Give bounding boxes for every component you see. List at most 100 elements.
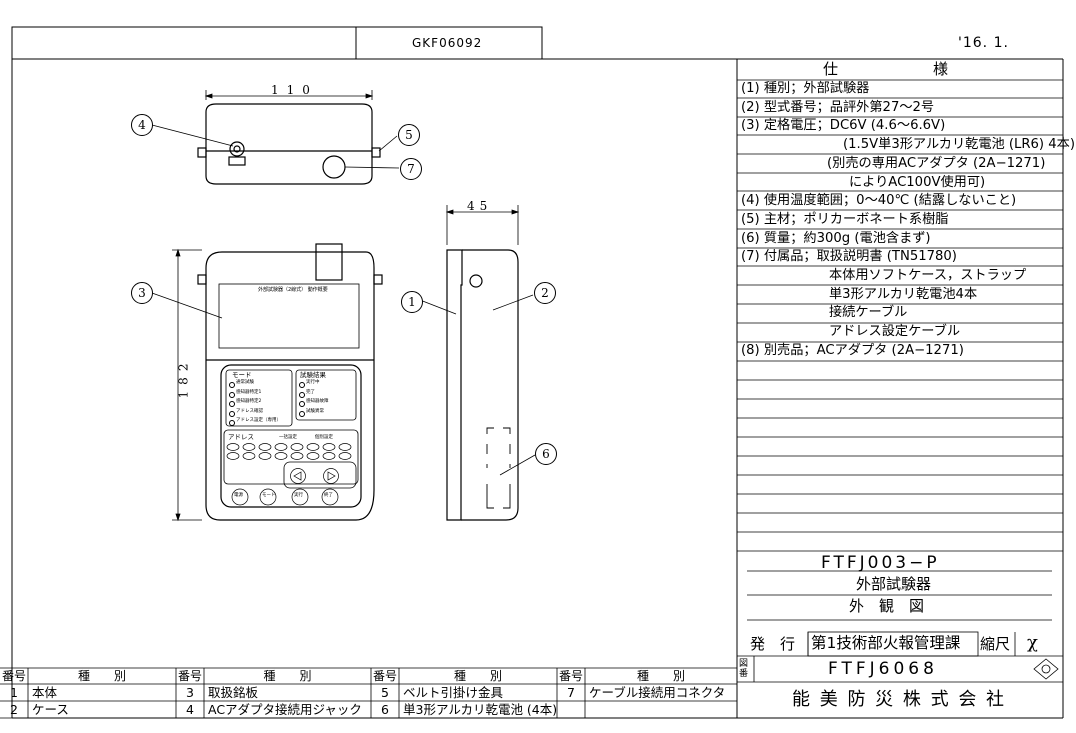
- panel-mode-item: アドレス確認: [236, 408, 263, 414]
- panel-button-label: 終了: [324, 493, 333, 498]
- spec-line-12: 単3形アルカリ乾電池4本: [829, 286, 978, 302]
- spec-line-10: (7) 付属品；取扱説明書 (TN51780): [741, 249, 957, 265]
- row1-cell: 1: [10, 685, 18, 700]
- company-name: 能 美 防 災 株 式 会 社: [792, 689, 1007, 710]
- spec-line-1: (1) 種別；外部試験器: [741, 81, 870, 96]
- headers-cell: 種 別: [77, 669, 126, 683]
- spec-title-left: 仕: [823, 60, 839, 78]
- front-view: [197, 243, 383, 521]
- callout-3: 3: [131, 282, 153, 304]
- panel-result-led: [299, 401, 305, 407]
- row2-cell: ACアダプタ接続用ジャック: [208, 702, 362, 717]
- address-key: [290, 452, 304, 460]
- panel-button-ring: [321, 488, 339, 506]
- spec-line-11: 本体用ソフトケース，ストラップ: [829, 268, 1027, 283]
- panel-mode-title: モード: [232, 371, 252, 379]
- row1-cell: 本体: [32, 685, 58, 700]
- spec-line-7: (4) 使用温度範囲；0～40℃ (結露しないこと): [741, 193, 1017, 209]
- left-arrow-button: [290, 468, 306, 484]
- row2-cell: 6: [381, 702, 389, 717]
- panel-mode-led: [229, 401, 235, 407]
- scale-label: 縮尺: [980, 635, 1011, 653]
- callout-2: 2: [534, 282, 556, 304]
- row1-cell: 7: [567, 685, 575, 700]
- right-arrow-icon: [327, 471, 336, 481]
- dimension-height: 182: [176, 357, 191, 399]
- panel-result-item: 実行中: [306, 380, 320, 385]
- top-view: [197, 103, 381, 185]
- address-key: [226, 443, 240, 451]
- row1-cell: ケーブル接続用コネクタ: [589, 685, 726, 700]
- spec-line-15: (8) 別売品；ACアダプタ (2A−1271): [741, 342, 964, 358]
- callout-1: 1: [401, 291, 423, 313]
- product-name: 外部試験器: [856, 575, 932, 593]
- panel-mode-item: 感知器特定1: [236, 389, 262, 395]
- panel-result-led: [299, 391, 305, 398]
- callout-7: 7: [400, 158, 422, 180]
- panel-result-led: [299, 410, 305, 417]
- headers-cell: 種 別: [453, 669, 502, 683]
- panel-result-item: 完了: [306, 389, 315, 395]
- row1-cell: 3: [186, 685, 194, 700]
- address-key: [226, 452, 240, 460]
- address-key: [258, 452, 272, 460]
- issue-label: 発 行: [750, 635, 796, 653]
- panel-mode-item: 通常試験: [236, 380, 254, 385]
- spec-title-right: 様: [933, 60, 949, 78]
- address-key: [242, 452, 256, 460]
- panel-button-label: モード: [262, 493, 276, 498]
- headers-cell: 番号: [558, 669, 583, 683]
- panel-mode-led: [229, 391, 235, 398]
- spec-line-14: アドレス設定ケーブル: [829, 324, 961, 340]
- address-key: [322, 443, 336, 451]
- headers-cell: 番号: [372, 669, 397, 683]
- right-arrow-button: [323, 468, 339, 484]
- callout-6: 6: [535, 443, 557, 465]
- headers-cell: 種 別: [263, 669, 312, 683]
- model-number: FTFJ003−P: [821, 553, 940, 573]
- panel-address-option-2: 個別設定: [315, 435, 333, 440]
- panel-mode-item: 感知器特定2: [236, 399, 262, 404]
- drawing-number-label: 図番: [739, 659, 749, 679]
- document-date: '16. 1.: [958, 35, 1009, 51]
- headers-cell: 番号: [1, 669, 26, 683]
- dimension-depth: 45: [467, 199, 493, 213]
- address-key: [242, 443, 256, 451]
- row2-cell: 4: [186, 702, 194, 717]
- panel-button-ring: [291, 488, 309, 506]
- panel-result-title: 試験結果: [300, 371, 326, 379]
- spec-line-2: (2) 型式番号；品評外第27～2号: [741, 99, 935, 115]
- panel-result-item: 感知器故障: [306, 399, 329, 404]
- callout-5: 5: [398, 124, 420, 146]
- address-key: [306, 443, 320, 451]
- row2-cell: 単3形アルカリ乾電池 (4本): [403, 702, 558, 717]
- callout-4: 4: [131, 114, 153, 136]
- view-name: 外 観 図: [849, 597, 925, 615]
- label-plate-title: 外部試験器（2線式） 動作概要: [258, 287, 328, 293]
- spec-line-9: (6) 質量；約300g (電池含まず): [741, 230, 931, 246]
- panel-result-led: [299, 382, 305, 388]
- spec-line-3: (3) 定格電圧；DC6V (4.6～6.6V): [741, 118, 946, 134]
- address-key: [258, 443, 272, 451]
- panel-address-title: アドレス: [228, 433, 254, 441]
- row1-cell: 5: [381, 685, 389, 700]
- spec-line-13: 接続ケーブル: [829, 305, 908, 321]
- left-arrow-icon: [293, 471, 302, 481]
- panel-button-ring: [231, 488, 249, 506]
- panel-mode-item: アドレス設定（専用）: [236, 418, 281, 423]
- dimension-width: 110: [271, 83, 318, 97]
- row2-cell: ケース: [32, 702, 69, 717]
- panel-mode-led: [229, 382, 235, 388]
- headers-cell: 番号: [177, 669, 202, 683]
- spec-line-5: (別売の専用ACアダプタ (2A−1271): [827, 155, 1046, 171]
- address-key: [306, 452, 320, 460]
- row2-cell: 2: [10, 702, 18, 717]
- panel-button-ring: [259, 488, 277, 506]
- address-key: [274, 452, 288, 460]
- row1-cell: ベルト引掛け金具: [403, 685, 504, 700]
- spec-line-4: (1.5V単3形アルカリ乾電池 (LR6) 4本): [843, 137, 1075, 153]
- panel-button-label: 実行: [294, 493, 303, 498]
- side-view: [446, 249, 519, 521]
- address-key: [338, 452, 352, 460]
